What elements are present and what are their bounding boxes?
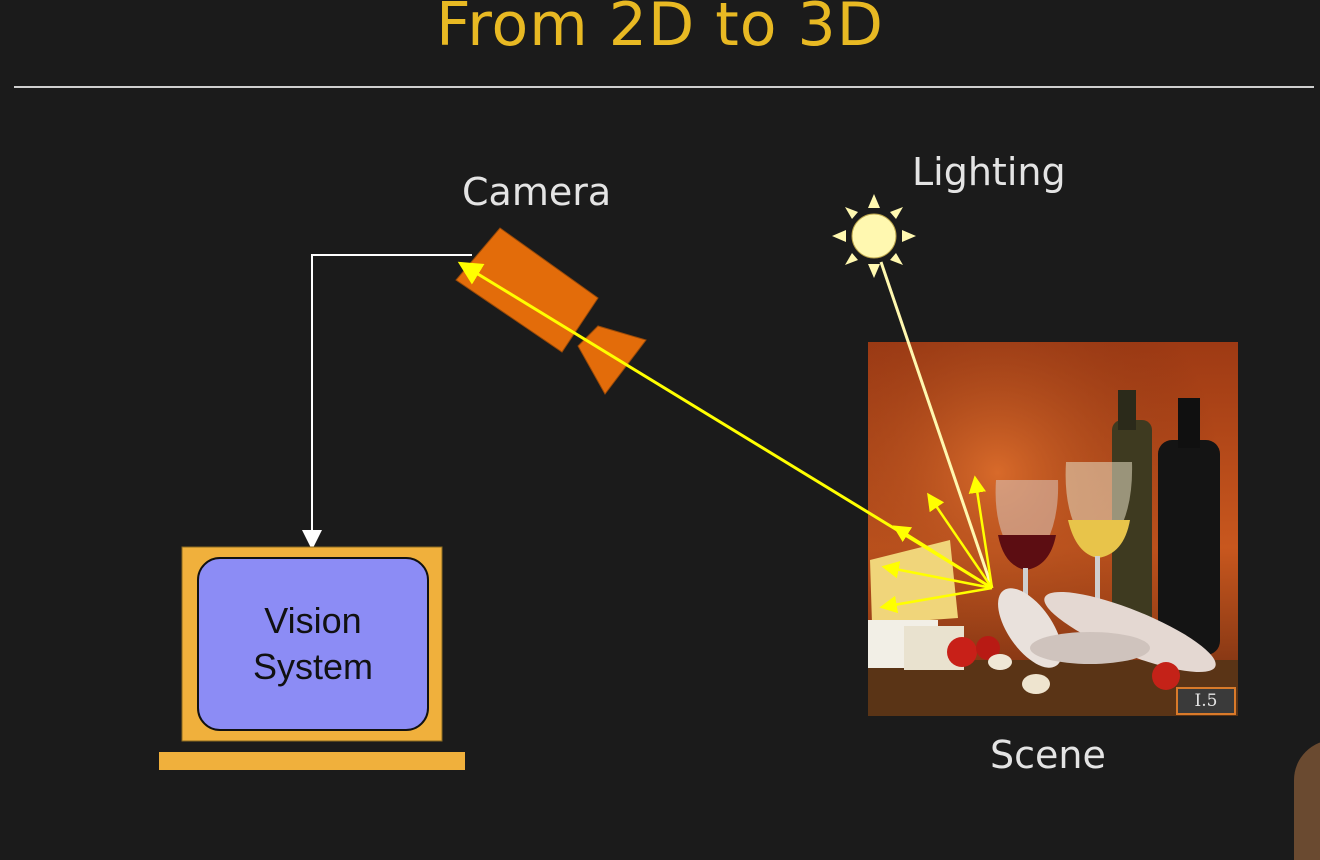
camera-label: Camera <box>462 170 612 214</box>
diagram-canvas <box>159 194 1238 770</box>
scene-badge: I.5 <box>1176 687 1236 715</box>
scene-image <box>868 342 1238 716</box>
vision-system-label: Vision System <box>200 598 426 690</box>
camera-icon <box>455 227 647 395</box>
vision-system-line2: System <box>252 646 374 687</box>
scene-label: Scene <box>990 733 1106 777</box>
lighting-label: Lighting <box>912 150 1066 194</box>
sun-icon <box>832 194 916 278</box>
vision-system-line1: Vision <box>264 600 362 641</box>
slide-title: From 2D to 3D <box>436 0 884 60</box>
title-divider <box>14 86 1314 88</box>
light-rays <box>457 261 994 614</box>
camera-to-computer-wire <box>302 254 472 550</box>
computer-icon <box>159 546 465 770</box>
